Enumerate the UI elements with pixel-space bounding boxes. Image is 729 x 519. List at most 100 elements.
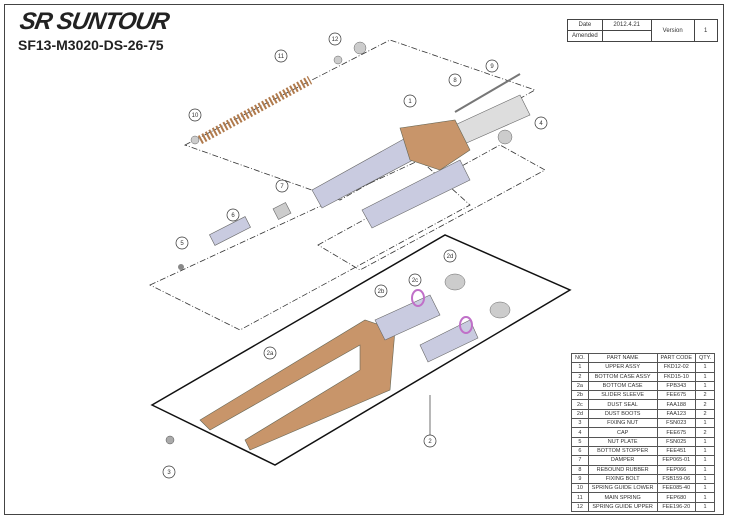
parts-table-header: PART CODE bbox=[656, 352, 697, 364]
table-cell: FSN025 bbox=[656, 436, 697, 447]
callout-2a bbox=[263, 346, 277, 360]
callout-2c bbox=[408, 273, 422, 287]
callout-1 bbox=[403, 94, 417, 108]
table-cell: UPPER ASSY bbox=[587, 362, 658, 373]
callout-text: 2a bbox=[267, 351, 274, 357]
table-cell: FEE675 bbox=[656, 390, 697, 401]
callout-9 bbox=[485, 59, 499, 73]
table-cell: 7 bbox=[571, 455, 589, 466]
callout-10 bbox=[188, 108, 202, 122]
callout-2b bbox=[374, 284, 388, 298]
callout-12 bbox=[328, 32, 342, 46]
callout-8 bbox=[448, 73, 462, 87]
callout-5 bbox=[175, 236, 189, 250]
table-cell: BOTTOM STOPPER bbox=[587, 445, 658, 457]
table-cell: 1 bbox=[571, 362, 589, 373]
callout-text: 11 bbox=[278, 54, 285, 60]
table-cell: FKD15-10 bbox=[656, 371, 697, 382]
table-cell: NUT PLATE bbox=[587, 436, 658, 447]
table-cell: FKD12-02 bbox=[656, 362, 697, 373]
table-cell: 2c bbox=[571, 399, 589, 410]
table-cell: FEE675 bbox=[656, 427, 697, 438]
table-cell: 1 bbox=[694, 445, 716, 457]
callout-text: 5 bbox=[180, 241, 184, 247]
callout-text: 12 bbox=[332, 37, 339, 43]
table-cell: 3 bbox=[571, 418, 589, 429]
callout-text: 2b bbox=[378, 289, 385, 295]
table-cell: 1 bbox=[694, 436, 716, 447]
table-cell: 1 bbox=[694, 464, 716, 475]
main-spring bbox=[197, 76, 313, 144]
table-cell: DUST SEAL bbox=[587, 399, 658, 410]
table-cell: BOTTOM CASE ASSY bbox=[587, 371, 658, 382]
table-cell: FIXING BOLT bbox=[587, 473, 658, 485]
callout-7 bbox=[275, 179, 289, 193]
table-cell: 10 bbox=[571, 483, 589, 494]
table-cell: FSB159-06 bbox=[656, 473, 697, 485]
table-cell: FAA188 bbox=[656, 399, 697, 410]
table-cell: 1 bbox=[694, 483, 716, 494]
callout-text: 10 bbox=[192, 113, 199, 119]
table-cell: FEP065-01 bbox=[656, 455, 697, 466]
table-cell: 1 bbox=[694, 380, 716, 392]
callout-4 bbox=[534, 116, 548, 130]
table-cell: 9 bbox=[571, 473, 589, 485]
callout-text: 1 bbox=[408, 99, 412, 105]
callout-text: 9 bbox=[490, 64, 494, 70]
table-cell: 1 bbox=[694, 418, 716, 429]
table-cell: FEP066 bbox=[656, 464, 697, 475]
table-cell: 4 bbox=[571, 427, 589, 438]
callout-11 bbox=[274, 49, 288, 63]
table-cell: 2a bbox=[571, 380, 589, 392]
callout-text: 2 bbox=[428, 439, 432, 445]
table-cell: 1 bbox=[694, 362, 716, 373]
table-cell: SPRING GUIDE LOWER bbox=[587, 483, 658, 494]
table-cell: FEE451 bbox=[656, 445, 697, 457]
table-cell: 1 bbox=[694, 492, 716, 503]
callout-text: 8 bbox=[453, 78, 457, 84]
parts-table-header: PART NAME bbox=[587, 352, 658, 364]
table-cell: FEE196-20 bbox=[656, 501, 697, 513]
table-cell: 11 bbox=[571, 492, 589, 503]
table-cell: 2 bbox=[694, 399, 716, 410]
table-cell: 1 bbox=[694, 473, 716, 485]
callout-text: 6 bbox=[231, 213, 235, 219]
callout-text: 7 bbox=[280, 184, 284, 190]
table-cell: FEE085-40 bbox=[656, 483, 697, 494]
callout-text: 2c bbox=[412, 278, 418, 284]
table-cell: FAA123 bbox=[656, 408, 697, 420]
bottom-case-assembly-box bbox=[150, 234, 572, 466]
table-cell: 2 bbox=[694, 408, 716, 420]
page-frame bbox=[4, 4, 724, 515]
callout-text: 2d bbox=[447, 254, 454, 260]
table-cell: 5 bbox=[571, 436, 589, 447]
table-cell: 2 bbox=[694, 427, 716, 438]
damper-parts bbox=[178, 41, 521, 270]
parts-table-header: QTY. bbox=[694, 352, 716, 364]
table-cell: 2d bbox=[571, 408, 589, 420]
table-cell: 1 bbox=[694, 501, 716, 513]
table-cell: 2 bbox=[571, 371, 589, 382]
table-cell: FPB343 bbox=[656, 380, 697, 392]
table-cell: DAMPER bbox=[587, 455, 658, 466]
callout-6 bbox=[226, 208, 240, 222]
callout-3 bbox=[162, 465, 176, 479]
table-cell: DUST BOOTS bbox=[587, 408, 658, 420]
table-cell: FEP680 bbox=[656, 492, 697, 503]
